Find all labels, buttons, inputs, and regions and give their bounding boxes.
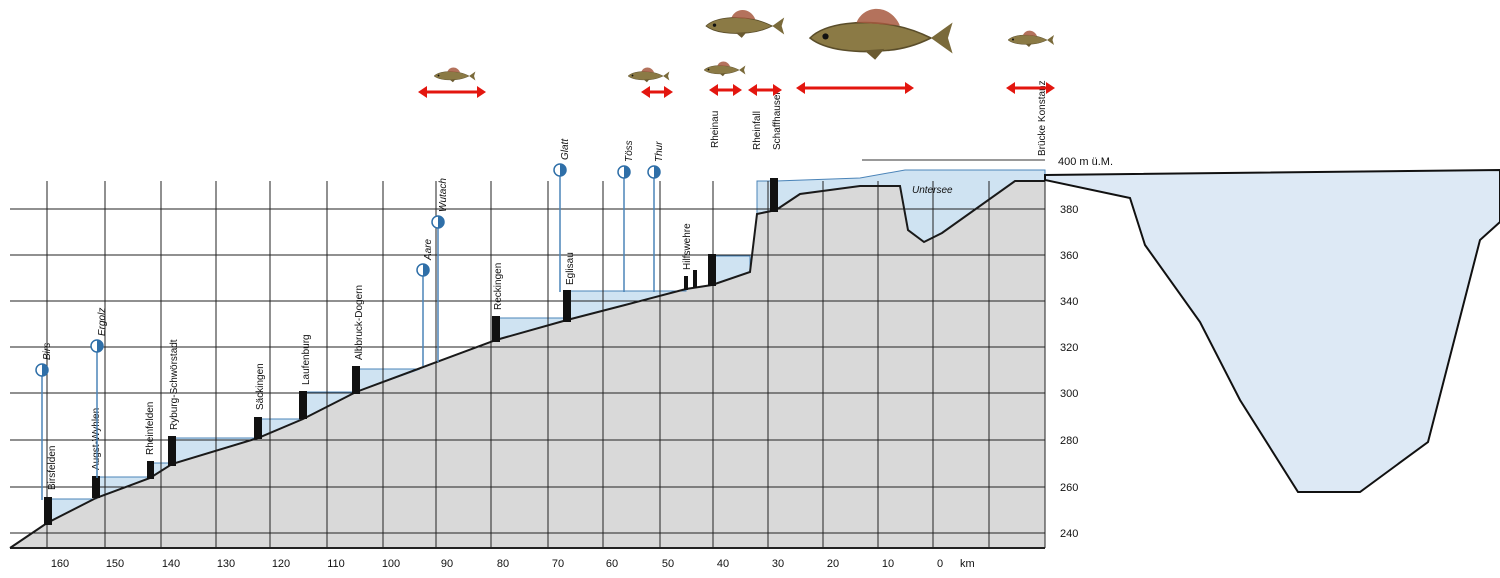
tributary-label: Wutach [438, 178, 449, 212]
grayling-fish-icon-2 [703, 61, 746, 77]
migration-arrow-5 [1006, 82, 1055, 94]
top-elevation-label: 400 m ü.M. [1058, 156, 1113, 168]
x-tick-label: 50 [662, 558, 674, 570]
y-axis: 380 360 340 320 300 280 260 240 [1060, 204, 1078, 540]
tributary-icon-fill [42, 364, 48, 376]
dam-label: Birsfelden [47, 446, 58, 490]
dam-label: Hilfswehre [682, 223, 693, 270]
y-tick-label: 280 [1060, 435, 1078, 447]
tributary-icon-fill [438, 216, 444, 228]
dam-12 [770, 178, 778, 212]
dam-8 [563, 290, 571, 322]
fish-icons [433, 8, 1054, 83]
dam-0 [44, 497, 52, 525]
dam-3 [168, 436, 176, 466]
grayling-fish-icon-4 [808, 8, 953, 60]
x-tick-label: 0 [937, 558, 943, 570]
tributary-label: Ergolz [97, 308, 108, 336]
x-tick-label: 120 [272, 558, 290, 570]
y-tick-label: 340 [1060, 296, 1078, 308]
dam-5 [299, 391, 307, 419]
y-tick-label: 360 [1060, 250, 1078, 262]
tributaries: Birs Ergolz Aare Wutach Glatt Töss Thur [35, 138, 665, 500]
migration-arrow-2 [709, 84, 742, 96]
dam-label: Rheinau [710, 111, 721, 148]
dam-7 [492, 316, 500, 342]
dam-label: Säckingen [255, 363, 266, 410]
x-tick-label: 110 [327, 558, 345, 570]
dam-4 [254, 417, 262, 439]
grayling-fish-icon-5 [1007, 30, 1054, 47]
dam-label: Brücke Konstanz [1037, 80, 1048, 156]
x-tick-label: 20 [827, 558, 839, 570]
x-tick-label: 10 [882, 558, 894, 570]
dam-9 [684, 276, 688, 290]
migration-arrows [418, 82, 1055, 98]
x-tick-label: 90 [441, 558, 453, 570]
x-tick-label: 30 [772, 558, 784, 570]
tributary-label: Thur [654, 141, 665, 162]
lake-cross-section [1044, 168, 1500, 493]
x-tick-label: 70 [552, 558, 564, 570]
x-tick-label: 150 [106, 558, 124, 570]
grayling-fish-icon-1 [627, 67, 670, 83]
migration-arrow-0 [418, 86, 486, 98]
migration-arrow-3 [748, 84, 782, 96]
dam-labels: BirsfeldenAugst-WyhlenRheinfeldenRyburg-… [47, 80, 1048, 490]
dam-11 [708, 254, 716, 286]
dam-label: Eglisau [565, 252, 576, 285]
ground-profile [10, 181, 1045, 548]
tributary-icon-fill [97, 340, 103, 352]
x-axis-unit: km [960, 558, 975, 570]
dam-label: Rheinfelden [145, 402, 156, 455]
tributary-label: Töss [624, 140, 635, 162]
grayling-fish-icon-0 [433, 67, 476, 83]
dam-label: Schaffhausen [772, 89, 783, 150]
dam-label: Rheinfall [752, 111, 763, 150]
tributary-icon-fill [423, 264, 429, 276]
lake-label: Untersee [912, 185, 953, 196]
dam-label: Albbruck-Dogern [354, 285, 365, 360]
x-tick-label: 100 [382, 558, 400, 570]
river-bed-line [9, 180, 1045, 549]
tributary-label: Aare [423, 238, 434, 261]
dam-1 [92, 476, 100, 498]
tributary-label: Glatt [560, 138, 571, 160]
dam-label: Laufenburg [301, 334, 312, 385]
tributary-icon-fill [560, 164, 566, 176]
dam-markers [44, 178, 778, 525]
x-tick-label: 60 [606, 558, 618, 570]
dam-6 [352, 366, 360, 394]
x-tick-label: 80 [497, 558, 509, 570]
y-tick-label: 300 [1060, 388, 1078, 400]
x-tick-label: 40 [717, 558, 729, 570]
tributary-label: Birs [42, 343, 53, 360]
x-tick-label: 160 [51, 558, 69, 570]
migration-arrow-1 [641, 86, 673, 98]
y-tick-label: 260 [1060, 482, 1078, 494]
grid-lines [10, 181, 1046, 549]
dam-label: Reckingen [493, 263, 504, 310]
tributary-icon-fill [654, 166, 660, 178]
x-tick-label: 130 [217, 558, 235, 570]
y-tick-label: 320 [1060, 342, 1078, 354]
dam-label: Ryburg-Schwörstadt [169, 339, 180, 430]
dam-10 [693, 270, 697, 288]
grayling-fish-icon-3 [705, 10, 785, 38]
tributary-icon-fill [624, 166, 630, 178]
y-tick-label: 240 [1060, 528, 1078, 540]
x-tick-label: 140 [162, 558, 180, 570]
migration-arrow-4 [796, 82, 914, 94]
dam-2 [147, 461, 154, 479]
y-tick-label: 380 [1060, 204, 1078, 216]
